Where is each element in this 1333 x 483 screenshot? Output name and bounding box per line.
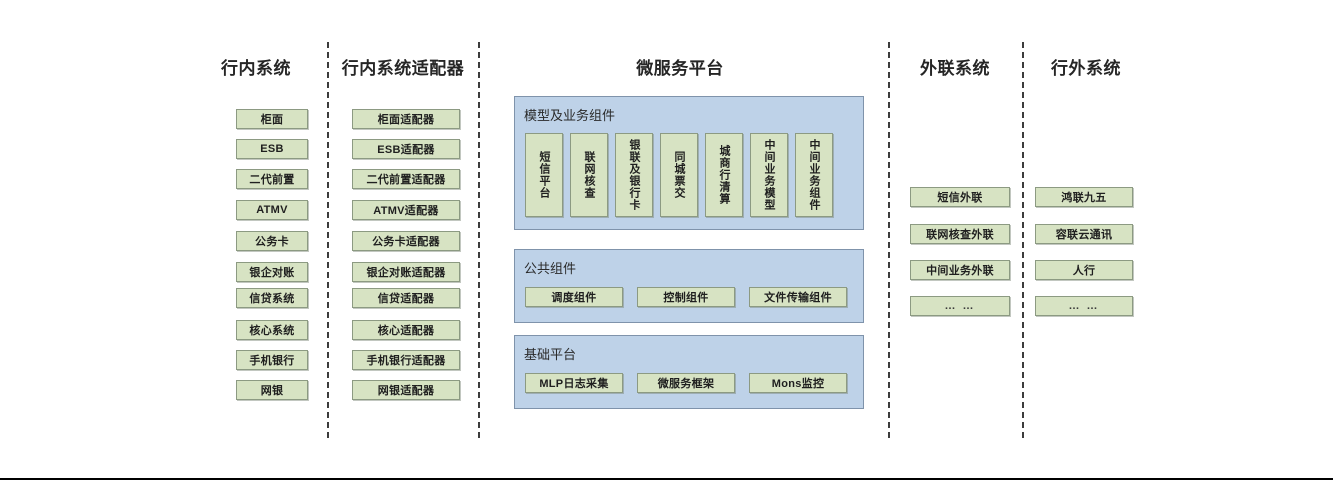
node-in-bank-adapter-8[interactable]: 核心适配器 [352, 320, 460, 340]
node-public-component-3[interactable]: 文件传输组件 [749, 287, 847, 307]
node-in-bank-adapter-6[interactable]: 银企对账适配器 [352, 262, 460, 282]
node-public-component-1[interactable]: 调度组件 [525, 287, 623, 307]
panel-title-base-platform: 基础平台 [524, 347, 577, 362]
panel-base-platform [514, 335, 864, 409]
node-in-bank-adapter-5[interactable]: 公务卡适配器 [352, 231, 460, 251]
node-in-bank-system-7[interactable]: 信贷系统 [236, 288, 308, 308]
node-out-bank-3[interactable]: 人行 [1035, 260, 1133, 280]
node-model-component-7[interactable]: 中间业务组件 [795, 133, 833, 217]
node-in-bank-adapter-1[interactable]: 柜面适配器 [352, 109, 460, 129]
column-title-external-link-systems: 外联系统 [920, 59, 990, 78]
column-title-microservice-platform: 微服务平台 [636, 59, 724, 78]
divider-4 [1022, 42, 1024, 438]
node-in-bank-system-3[interactable]: 二代前置 [236, 169, 308, 189]
node-in-bank-adapter-10[interactable]: 网银适配器 [352, 380, 460, 400]
node-in-bank-adapter-2[interactable]: ESB适配器 [352, 139, 460, 159]
node-base-platform-2[interactable]: 微服务框架 [637, 373, 735, 393]
column-title-in-bank-adapters: 行内系统适配器 [341, 59, 465, 78]
node-model-component-1[interactable]: 短信平台 [525, 133, 563, 217]
panel-title-public-components: 公共组件 [524, 261, 577, 276]
node-model-component-4[interactable]: 同城票交 [660, 133, 698, 217]
divider-1 [327, 42, 329, 438]
node-external-link-2[interactable]: 联网核查外联 [910, 224, 1010, 244]
node-model-component-3[interactable]: 银联及银行卡 [615, 133, 653, 217]
node-in-bank-system-5[interactable]: 公务卡 [236, 231, 308, 251]
node-in-bank-system-9[interactable]: 手机银行 [236, 350, 308, 370]
node-public-component-2[interactable]: 控制组件 [637, 287, 735, 307]
node-external-link-4[interactable]: … … [910, 296, 1010, 316]
node-in-bank-adapter-9[interactable]: 手机银行适配器 [352, 350, 460, 370]
node-external-link-1[interactable]: 短信外联 [910, 187, 1010, 207]
node-model-component-5[interactable]: 城商行清算 [705, 133, 743, 217]
node-in-bank-adapter-7[interactable]: 信贷适配器 [352, 288, 460, 308]
divider-2 [478, 42, 480, 438]
node-out-bank-2[interactable]: 容联云通讯 [1035, 224, 1133, 244]
node-in-bank-system-8[interactable]: 核心系统 [236, 320, 308, 340]
column-title-in-bank-systems: 行内系统 [221, 59, 291, 78]
node-external-link-3[interactable]: 中间业务外联 [910, 260, 1010, 280]
node-base-platform-3[interactable]: Mons监控 [749, 373, 847, 393]
panel-public-components [514, 249, 864, 323]
node-out-bank-4[interactable]: … … [1035, 296, 1133, 316]
node-model-component-6[interactable]: 中间业务模型 [750, 133, 788, 217]
node-in-bank-system-4[interactable]: ATMV [236, 200, 308, 220]
column-title-out-bank-systems: 行外系统 [1051, 59, 1121, 78]
divider-3 [888, 42, 890, 438]
node-in-bank-system-2[interactable]: ESB [236, 139, 308, 159]
node-model-component-2[interactable]: 联网核查 [570, 133, 608, 217]
node-in-bank-adapter-4[interactable]: ATMV适配器 [352, 200, 460, 220]
node-base-platform-1[interactable]: MLP日志采集 [525, 373, 623, 393]
page-bottom-rule [0, 478, 1333, 480]
node-in-bank-system-10[interactable]: 网银 [236, 380, 308, 400]
panel-title-model-business-components: 模型及业务组件 [524, 108, 616, 123]
node-in-bank-adapter-3[interactable]: 二代前置适配器 [352, 169, 460, 189]
node-out-bank-1[interactable]: 鸿联九五 [1035, 187, 1133, 207]
node-in-bank-system-1[interactable]: 柜面 [236, 109, 308, 129]
node-in-bank-system-6[interactable]: 银企对账 [236, 262, 308, 282]
